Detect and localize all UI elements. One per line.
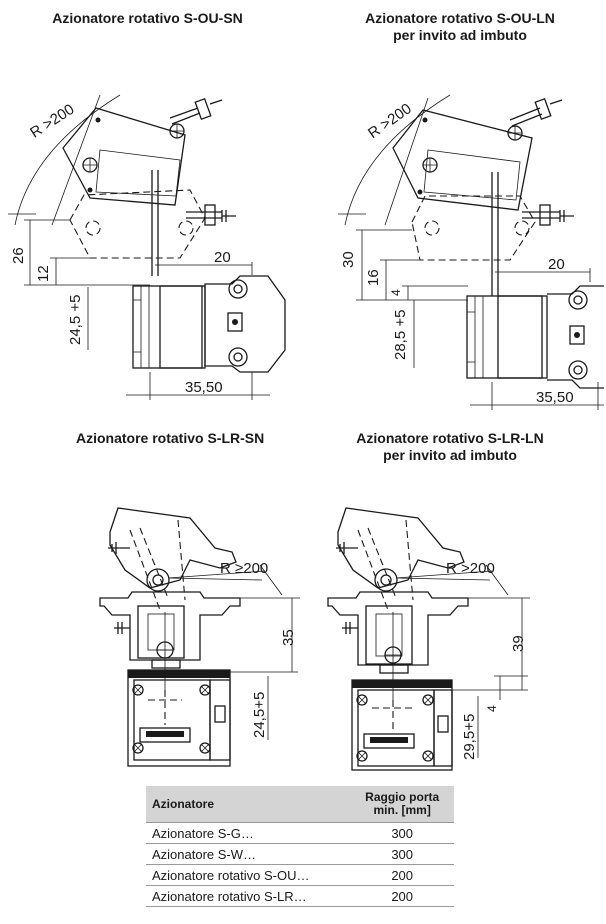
title-s-ou-sn: Azionatore rotativo S-OU-SN	[52, 10, 243, 26]
actuator-plate-inner	[95, 149, 181, 197]
actuator-base	[327, 591, 469, 666]
dim-h2-d2: 16	[365, 269, 382, 286]
drawing-s-lr-ln: R >200 39 4 29,5+5	[327, 507, 530, 771]
drawing-s-ou-ln: R >200 30 16 4 20 28,5 +5 35,50	[338, 94, 604, 410]
dim-w2-d1: 35,50	[185, 379, 223, 396]
actuator-plate	[392, 109, 533, 211]
ghost-position	[411, 195, 536, 261]
cell-radius: 300	[350, 822, 454, 844]
dim-travel-d3: 24,5+5	[251, 692, 268, 738]
actuator-plate	[337, 507, 465, 589]
radius-label-d2: R >200	[365, 100, 415, 142]
header-actuator: Azionatore	[146, 786, 351, 823]
dim-travel-d4: 29,5+5	[461, 714, 478, 760]
dim-h1-d3: 35	[280, 629, 297, 646]
cell-actuator: Azionatore rotativo S-OU…	[146, 864, 351, 886]
title-s-lr-sn: Azionatore rotativo S-LR-SN	[76, 430, 265, 446]
cell-radius: 200	[350, 864, 454, 886]
table-row: Azionatore S-W… 300	[146, 843, 454, 865]
dim-w1-d2: 20	[548, 256, 565, 273]
switch-body	[466, 295, 548, 379]
dim-travel-d2: 28,5 +5	[392, 310, 409, 360]
dim-h3-d2: 4	[389, 289, 403, 296]
cell-radius: 300	[350, 843, 454, 865]
drawing-s-ou-sn: R >200 26 12 20 24,5 +5 35,50	[8, 94, 286, 400]
table-row: Azionatore rotativo S-LR… 200	[146, 885, 454, 907]
pivot	[146, 568, 170, 592]
dim-travel-d1: 24,5 +5	[67, 295, 84, 345]
cell-actuator: Azionatore S-G…	[146, 822, 351, 844]
dim-w2-d2: 35,50	[536, 389, 574, 406]
drawing-s-lr-sn: R ≥200 35 24,5+5	[99, 507, 300, 767]
dim-h1-d4: 39	[510, 635, 527, 652]
radius-label-d3: R ≥200	[220, 560, 268, 577]
actuator-plate-inner	[423, 149, 521, 201]
cell-radius: 200	[350, 885, 454, 907]
dim-h2-d1: 12	[35, 265, 52, 282]
dim-h2-d4: 4	[485, 705, 499, 712]
switch-head	[204, 275, 286, 373]
actuator-base	[99, 591, 241, 661]
dim-h1-d2: 30	[340, 251, 357, 268]
radius-label-d4: R >200	[446, 560, 495, 577]
table-row: Azionatore S-G… 300	[146, 822, 454, 844]
table-row: Azionatore rotativo S-OU… 200	[146, 864, 454, 886]
radius-label-d1: R >200	[27, 101, 77, 142]
cell-actuator: Azionatore rotativo S-LR…	[146, 885, 351, 907]
dim-w1-d1: 20	[214, 249, 231, 266]
actuator-plate	[109, 507, 237, 589]
dim-h1-d1: 26	[10, 247, 27, 264]
switch-body	[132, 285, 206, 369]
cell-actuator: Azionatore S-W…	[146, 843, 351, 865]
pivot	[374, 568, 398, 592]
switch-head	[547, 285, 604, 389]
ghost-position	[69, 189, 206, 259]
